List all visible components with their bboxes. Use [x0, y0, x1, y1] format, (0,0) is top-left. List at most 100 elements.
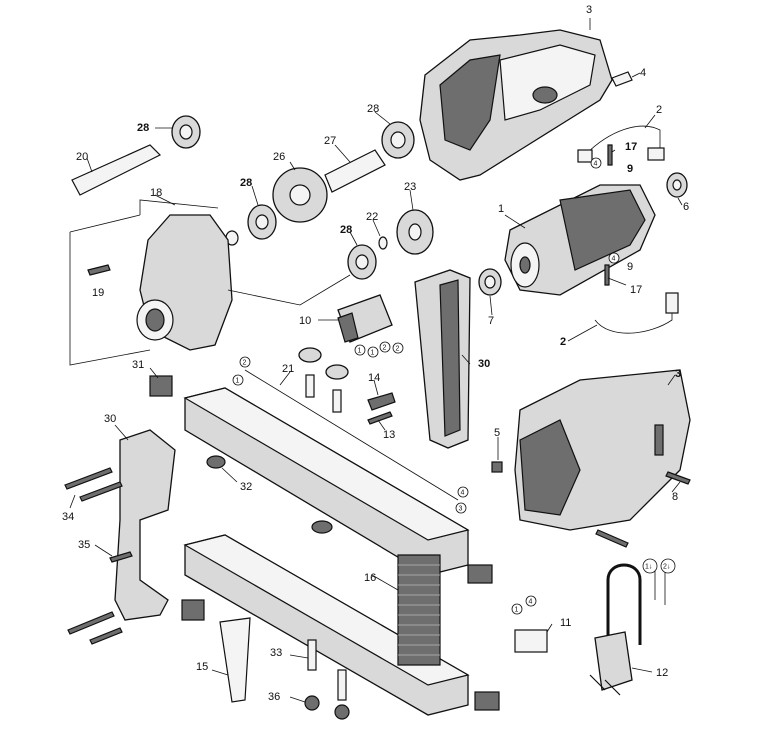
knob-left: [298, 347, 322, 398]
label-11: 11: [560, 617, 571, 629]
screw-lower: [595, 529, 629, 548]
svg-text:1: 1: [515, 607, 519, 614]
label-15: 15: [196, 661, 208, 673]
screw-33-b: [337, 669, 347, 701]
capacitor-11: [514, 629, 548, 653]
housing-bottom: [514, 369, 691, 531]
connector-2c: [665, 292, 679, 314]
nut-36-a: [304, 695, 320, 711]
label-35: 35: [78, 539, 90, 551]
label-19: 19: [92, 287, 104, 299]
label-2-bottom: 2: [560, 336, 566, 348]
circle-ref: 1↓: [642, 558, 658, 574]
screw-35: [109, 551, 133, 563]
svg-text:3: 3: [459, 506, 463, 513]
bracket-14: [367, 392, 396, 411]
circled-refs: 4 4 1 2 1 2 1 2 4 3 1 4 1↓ 2↓: [232, 157, 676, 615]
label-33: 33: [270, 647, 282, 659]
shaft-20: [71, 144, 162, 196]
label-34: 34: [62, 511, 74, 523]
bracket-18-lines: [69, 199, 351, 366]
label-20: 20: [76, 151, 88, 163]
label-18: 18: [150, 187, 162, 199]
washer-center: [311, 520, 333, 534]
svg-text:1↓: 1↓: [645, 564, 652, 571]
circle-ref: 4: [457, 486, 469, 498]
screw-34-a: [64, 467, 113, 490]
label-31: 31: [132, 359, 144, 371]
housing-top: [419, 29, 613, 181]
screw-33-a: [307, 639, 317, 671]
label-30-center: 30: [478, 358, 490, 370]
handle-30-center: [414, 269, 471, 449]
label-30-left: 30: [104, 413, 116, 425]
label-7: 7: [488, 315, 494, 327]
circle-ref: 4: [525, 595, 537, 607]
label-32: 32: [240, 481, 252, 493]
label-27: 27: [324, 135, 336, 147]
circle-ref: 2: [379, 341, 391, 353]
circle-ref: 4: [590, 157, 602, 169]
bearing-28-d: [347, 244, 377, 280]
svg-text:4: 4: [612, 256, 616, 263]
cable-2-bottom: [594, 300, 673, 334]
label-17-bottom: 17: [630, 284, 642, 296]
cable-2-top: [584, 125, 661, 156]
label-5: 5: [494, 427, 500, 439]
circle-ref: 1: [354, 344, 366, 356]
switch-10: [337, 294, 393, 343]
label-9-bottom: 9: [627, 261, 633, 273]
circle-ref: 2↓: [660, 558, 676, 574]
circle-ref: 1: [511, 603, 523, 615]
label-4: 4: [640, 67, 646, 79]
screw-13: [367, 411, 393, 425]
label-28-d: 28: [340, 224, 352, 236]
label-13: 13: [383, 429, 395, 441]
svg-text:2: 2: [396, 346, 400, 353]
handle-30-left: [114, 429, 176, 621]
label-2-top: 2: [656, 104, 662, 116]
circle-ref: 4: [608, 252, 620, 264]
screw-19: [87, 264, 111, 276]
circle-ref: 2: [392, 342, 404, 354]
label-21: 21: [282, 363, 294, 375]
pin-4: [611, 71, 633, 87]
bearing-28-b: [381, 121, 415, 159]
screw-17-top: [607, 144, 613, 166]
washer-32: [206, 455, 226, 469]
bearing-6: [666, 172, 688, 198]
svg-text:4: 4: [594, 161, 598, 168]
ring-22: [378, 236, 388, 250]
circle-ref: 1: [232, 374, 244, 386]
wire-21: [244, 369, 459, 501]
label-36: 36: [268, 691, 280, 703]
tube-15: [219, 617, 251, 703]
knob-right: [325, 364, 349, 413]
svg-text:4: 4: [461, 490, 465, 497]
gear-23: [396, 209, 434, 255]
svg-text:1: 1: [371, 350, 375, 357]
screw-8: [665, 471, 691, 485]
gear-26: [272, 167, 328, 223]
label-23: 23: [404, 181, 416, 193]
bearing-28-a: [171, 115, 201, 149]
label-14: 14: [368, 372, 380, 384]
label-28-c: 28: [240, 177, 252, 189]
svg-text:2: 2: [383, 345, 387, 352]
svg-text:1: 1: [236, 378, 240, 385]
power-cord-12: [589, 563, 666, 696]
cap-right-b: [474, 691, 500, 711]
screw-34-b: [79, 481, 123, 502]
label-28-a: 28: [137, 122, 149, 134]
svg-text:1: 1: [358, 348, 362, 355]
svg-text:4: 4: [529, 599, 533, 606]
label-22: 22: [366, 211, 378, 223]
nut-5: [491, 461, 503, 473]
label-17-top: 17: [625, 141, 637, 153]
circle-ref: 1: [367, 346, 379, 358]
bearing-7: [478, 268, 502, 296]
shaft-27: [324, 149, 386, 193]
spring-16: [397, 554, 441, 666]
